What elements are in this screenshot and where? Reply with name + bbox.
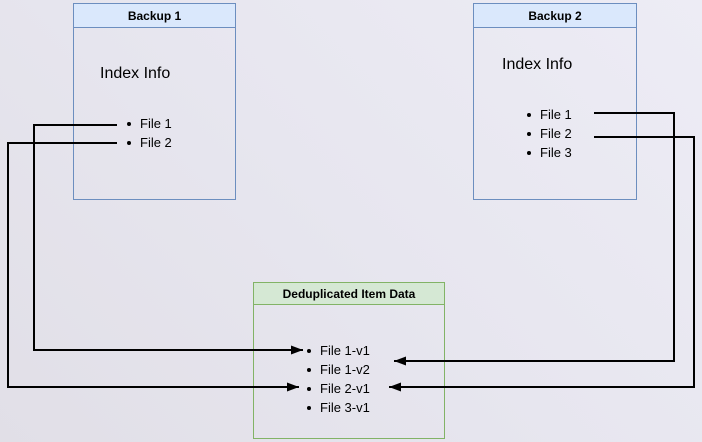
dedup-item-list: File 1-v1 File 1-v2 File 2-v1 File 3-v1 <box>307 341 370 417</box>
bullet-icon <box>307 348 311 353</box>
dedup-container: Deduplicated Item Data File 1-v1 File 1-… <box>253 282 445 439</box>
backup2-title: Backup 2 <box>474 4 636 28</box>
file-version-label: File 2-v1 <box>320 381 370 396</box>
backup2-file-item: File 1 <box>527 105 572 124</box>
file-label: File 1 <box>540 107 572 122</box>
bullet-icon <box>307 386 311 391</box>
bullet-icon <box>127 121 131 126</box>
backup1-file-list: File 1 File 2 <box>127 114 172 152</box>
file-label: File 2 <box>140 135 172 150</box>
dedup-title: Deduplicated Item Data <box>254 283 444 305</box>
backup2-index-info-label: Index Info <box>502 56 573 73</box>
backup1-index-info-label: Index Info <box>100 65 171 82</box>
bullet-icon <box>307 367 311 372</box>
file-version-label: File 1-v1 <box>320 343 370 358</box>
backup1-file-item: File 2 <box>127 133 172 152</box>
bullet-icon <box>527 131 531 136</box>
dedup-item: File 3-v1 <box>307 398 370 417</box>
bullet-icon <box>527 112 531 117</box>
backup1-container: Backup 1 Index Info File 1 File 2 <box>73 3 236 200</box>
file-label: File 3 <box>540 145 572 160</box>
dedup-item: File 1-v1 <box>307 341 370 360</box>
file-version-label: File 3-v1 <box>320 400 370 415</box>
dedup-item: File 1-v2 <box>307 360 370 379</box>
bullet-icon <box>307 405 311 410</box>
file-label: File 2 <box>540 126 572 141</box>
bullet-icon <box>127 140 131 145</box>
backup2-file-item: File 2 <box>527 124 572 143</box>
file-version-label: File 1-v2 <box>320 362 370 377</box>
backup2-file-list: File 1 File 2 File 3 <box>527 105 572 162</box>
dedup-item: File 2-v1 <box>307 379 370 398</box>
backup2-container: Backup 2 Index Info File 1 File 2 File 3 <box>473 3 637 200</box>
backup2-file-item: File 3 <box>527 143 572 162</box>
backup1-file-item: File 1 <box>127 114 172 133</box>
file-label: File 1 <box>140 116 172 131</box>
bullet-icon <box>527 150 531 155</box>
backup1-title: Backup 1 <box>74 4 235 28</box>
